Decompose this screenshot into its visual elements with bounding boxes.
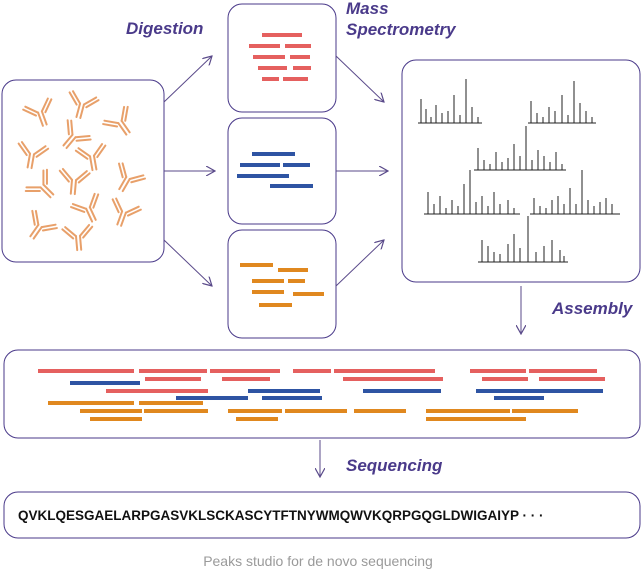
peptide-fragment	[529, 369, 597, 373]
peptide-fragment	[285, 44, 311, 48]
peptide-fragments-orange	[240, 263, 324, 307]
digest-box-orange	[227, 229, 337, 339]
arrow-digest-orange	[163, 239, 212, 286]
peptide-fragment	[262, 396, 322, 400]
digest-box-blue	[227, 117, 337, 225]
peptide-fragment	[249, 44, 280, 48]
antibody-icon	[70, 192, 100, 223]
peptide-fragment	[106, 389, 208, 393]
peptide-fragment	[80, 409, 142, 413]
peptide-fragment	[259, 303, 292, 307]
spectrum	[424, 170, 520, 215]
peptide-fragment	[262, 77, 279, 81]
peptide-fragment	[38, 369, 134, 373]
peptide-fragment	[285, 409, 347, 413]
peptide-fragment	[546, 389, 603, 393]
antibody-icon	[68, 90, 100, 120]
peptide-fragment	[237, 174, 289, 178]
peptide-fragment	[248, 389, 320, 393]
mass-spectra	[418, 79, 620, 263]
antibody-icon	[102, 105, 131, 136]
antibody-icon	[118, 162, 146, 193]
peptide-fragment	[354, 409, 406, 413]
label-mass: Mass	[346, 0, 389, 18]
peptide-fragment	[262, 33, 302, 37]
peptide-fragment	[253, 55, 285, 59]
antibody-icon	[61, 223, 94, 252]
label-digestion: Digestion	[126, 19, 203, 38]
arrow-ms-red	[335, 55, 384, 102]
antibody-icon	[29, 209, 58, 240]
peptide-fragment	[334, 369, 435, 373]
peptide-fragment	[426, 409, 510, 413]
peptide-fragment	[343, 377, 443, 381]
peptide-fragment	[293, 292, 324, 296]
peptide-fragment	[222, 377, 270, 381]
antibody-icon	[111, 197, 142, 227]
spectra-box	[401, 59, 641, 283]
peptide-fragment	[210, 369, 280, 373]
peptide-fragment	[252, 152, 295, 156]
label-assembly: Assembly	[551, 299, 634, 318]
peptide-fragment	[240, 263, 273, 267]
antibody-icon	[24, 168, 55, 199]
peptide-fragment	[288, 279, 305, 283]
assembled-peptides	[38, 369, 605, 421]
peptide-fragment	[293, 66, 311, 70]
peptide-fragment	[258, 66, 287, 70]
antibody-icon	[58, 167, 91, 196]
assembly-box	[3, 349, 641, 439]
peptide-fragment	[252, 279, 284, 283]
label-sequencing: Sequencing	[346, 456, 443, 475]
arrow-ms-orange	[335, 240, 384, 287]
peptide-fragment	[48, 401, 134, 405]
peptide-fragment	[494, 396, 544, 400]
arrow-digest-red	[163, 56, 212, 103]
spectrum	[474, 126, 566, 171]
caption: Peaks studio for de novo sequencing	[203, 553, 433, 569]
spectrum	[530, 170, 620, 215]
label-spectrometry: Spectrometry	[346, 20, 457, 39]
peptide-fragments-blue	[237, 152, 313, 188]
peptide-fragment	[283, 77, 308, 81]
peptide-fragment	[139, 401, 203, 405]
antibody-icon	[22, 97, 53, 127]
peptide-fragment	[90, 417, 142, 421]
antibody-cluster	[17, 90, 146, 252]
peptide-fragment	[228, 409, 282, 413]
peptide-fragment	[470, 369, 526, 373]
peptide-fragment	[70, 381, 140, 385]
peptide-fragment	[278, 268, 308, 272]
peptide-fragment	[176, 396, 248, 400]
spectrum	[528, 81, 596, 124]
antibody-icon	[17, 141, 50, 170]
peptide-fragment	[283, 163, 310, 167]
protein-sequence: QVKLQESGAELARPGASVKLSCKASCYTFTNYWMQWVKQR…	[18, 508, 544, 523]
peptide-fragment	[240, 163, 280, 167]
peptide-fragment	[482, 377, 528, 381]
peptide-fragment	[270, 184, 313, 188]
peptide-fragment	[293, 369, 331, 373]
peptide-fragment	[145, 377, 201, 381]
antibody-icon	[74, 143, 107, 172]
sequence-box	[3, 491, 641, 539]
antibody-icon	[62, 119, 92, 150]
peptide-fragment	[512, 409, 578, 413]
peptide-fragment	[363, 389, 441, 393]
peptide-fragments-red	[249, 33, 311, 81]
peptide-fragment	[476, 389, 546, 393]
peptide-fragment	[252, 290, 284, 294]
peptide-fragment	[539, 377, 605, 381]
spectrum	[418, 79, 482, 124]
peptide-fragment	[139, 369, 207, 373]
peptide-fragment	[144, 409, 208, 413]
peptide-fragment	[426, 417, 526, 421]
spectrum	[478, 216, 568, 263]
peptide-fragment	[236, 417, 278, 421]
peptide-fragment	[290, 55, 310, 59]
